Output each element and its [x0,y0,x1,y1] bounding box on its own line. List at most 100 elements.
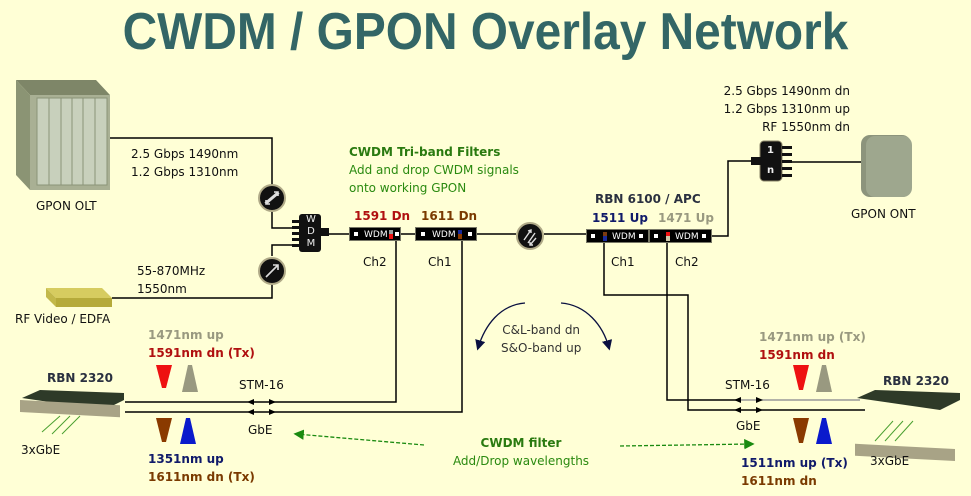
splitter-label-1: 1 [767,145,774,156]
cwdm-filter-heading: CWDM filter [480,436,562,450]
filter-left-1-wavelength: 1591 Dn [354,209,411,223]
bidirectional-arrows-right [734,397,763,413]
left-top-dn: 1591nm dn (Tx) [148,346,255,360]
rbn-2320-right-label: RBN 2320 [883,374,950,388]
left-top-up: 1471nm up [148,328,224,342]
port-icon [421,232,425,236]
channel-label-ch1-right: Ch1 [611,255,635,269]
left-bottom-up: 1351nm up [148,452,224,466]
rbn-2320-right-icon [855,390,960,462]
gpon-ont-icon [861,135,912,197]
fiber-bidirectional-icon [516,222,544,250]
circulator-icon [258,184,286,212]
bidirectional-arrows-left [247,399,276,415]
port-icon [654,234,658,238]
page-title: CWDM / GPON Overlay Network [122,3,849,61]
curved-arrow-right [560,302,613,351]
wdm-filter-label: WDM [432,230,456,240]
right-top-up: 1471nm up (Tx) [759,330,866,344]
olt-rate-downstream: 2.5 Gbps 1490nm [131,147,239,161]
rbn-6100-heading: RBN 6100 / APC [595,192,701,206]
tri-band-heading: CWDM Tri-band Filters [349,145,501,159]
olt-label: GPON OLT [36,199,97,213]
left-rbn-top-wavelengths: 1471nm up 1591nm dn (Tx) [148,326,255,362]
port-icon [468,232,472,236]
right-link-stm16: STM-16 [725,378,770,392]
tri-band-note: CWDM Tri-band Filters Add and drop CWDM … [349,143,519,197]
indicator-icon [389,230,393,235]
wavelength-filter-grey-left [182,365,198,392]
dashed-arrow-right [619,438,755,450]
gpon-olt-icon [16,80,110,190]
wdm-filter-label: WDM [612,232,636,242]
indicator-icon [389,234,393,239]
splitter-label: 1 n [767,141,774,181]
rbn-2320-left-icon [20,390,124,435]
cwdm-filter-note: CWDM filter Add/Drop wavelengths [447,434,595,470]
right-link-gbe: GbE [736,419,761,433]
splitter-label-n: n [767,165,775,176]
wavelength-filter-red-right [793,365,809,390]
indicator-icon [458,234,462,239]
port-icon [702,234,706,238]
channel-label-ch1-left: Ch1 [428,255,452,269]
indicator-icon [603,236,607,241]
wavelength-filter-brown-left [156,418,172,442]
wavelength-filter-grey-right [816,365,832,392]
wdm-letter-w: W [306,214,316,225]
rf-wavelength: 1550nm [137,282,187,296]
filter-left-2-wavelength: 1611 Dn [421,209,478,223]
tri-band-desc-2: onto working GPON [349,181,467,195]
right-top-dn: 1591nm dn [759,348,835,362]
left-rbn-bottom-wavelengths: 1351nm up 1611nm dn (Tx) [148,450,255,486]
wdm-filter-label: WDM [364,230,388,240]
wavelength-filter-blue-right [816,418,832,444]
wavelength-filter-blue-left [180,418,196,444]
port-icon [354,232,358,236]
isolator-icon [258,257,286,285]
port-icon [639,234,643,238]
wdm-letter-m: M [306,238,316,249]
band-note-downstream: C&L-band dn [502,323,581,337]
ont-label: GPON ONT [851,207,916,221]
indicator-icon [666,232,670,237]
wavelength-filter-brown-right [793,418,809,443]
left-bottom-dn: 1611nm dn (Tx) [148,470,255,484]
tri-band-desc-1: Add and drop CWDM signals [349,163,519,177]
wdm-letter-d: D [307,226,315,237]
band-note: C&L-band dn S&O-band up [501,321,581,357]
port-icon [395,232,399,236]
ont-rate-upstream: 1.2 Gbps 1310nm up [723,102,850,116]
filter-right-1-wavelength: 1511 Up [592,211,648,225]
wavelength-filter-red-left [156,365,172,388]
wdm-filter-label: WDM [675,232,699,242]
wdm-filter-ch2[interactable]: WDM [349,227,401,241]
dashed-arrow-left [293,429,425,446]
port-icon [591,234,595,238]
right-rbn-bottom-wavelengths: 1511nm up (Tx) 1611nm dn [741,454,848,490]
splitter-icon [751,140,792,182]
wdm-filter-ch1-right[interactable]: WDM [586,229,649,243]
rbn-2320-right-ports: 3xGbE [870,454,910,468]
wdm-combiner-icon [292,214,329,252]
ont-rates: 2.5 Gbps 1490nm dn 1.2 Gbps 1310nm up RF… [710,82,850,136]
left-link-gbe: GbE [248,423,273,437]
rbn-2320-left-label: RBN 2320 [47,371,114,385]
olt-rate-upstream: 1.2 Gbps 1310nm [131,165,239,179]
indicator-icon [458,230,462,235]
wdm-filter-ch2-right[interactable]: WDM [649,229,712,243]
olt-rates: 2.5 Gbps 1490nm 1.2 Gbps 1310nm [131,145,238,181]
rf-label: RF Video / EDFA [15,312,111,326]
right-bottom-dn: 1611nm dn [741,474,817,488]
rbn-2320-left-ports: 3xGbE [21,443,61,457]
channel-label-ch2-right: Ch2 [675,255,699,269]
indicator-icon [666,236,670,241]
wdm-filter-ch1[interactable]: WDM [415,227,477,241]
rf-frequency: 55-870MHz [137,264,206,278]
left-link-stm16: STM-16 [239,378,284,392]
right-bottom-up: 1511nm up (Tx) [741,456,848,470]
cwdm-filter-desc: Add/Drop wavelengths [452,454,590,468]
channel-label-ch2-left: Ch2 [363,255,387,269]
filter-right-2-wavelength: 1471 Up [658,211,714,225]
